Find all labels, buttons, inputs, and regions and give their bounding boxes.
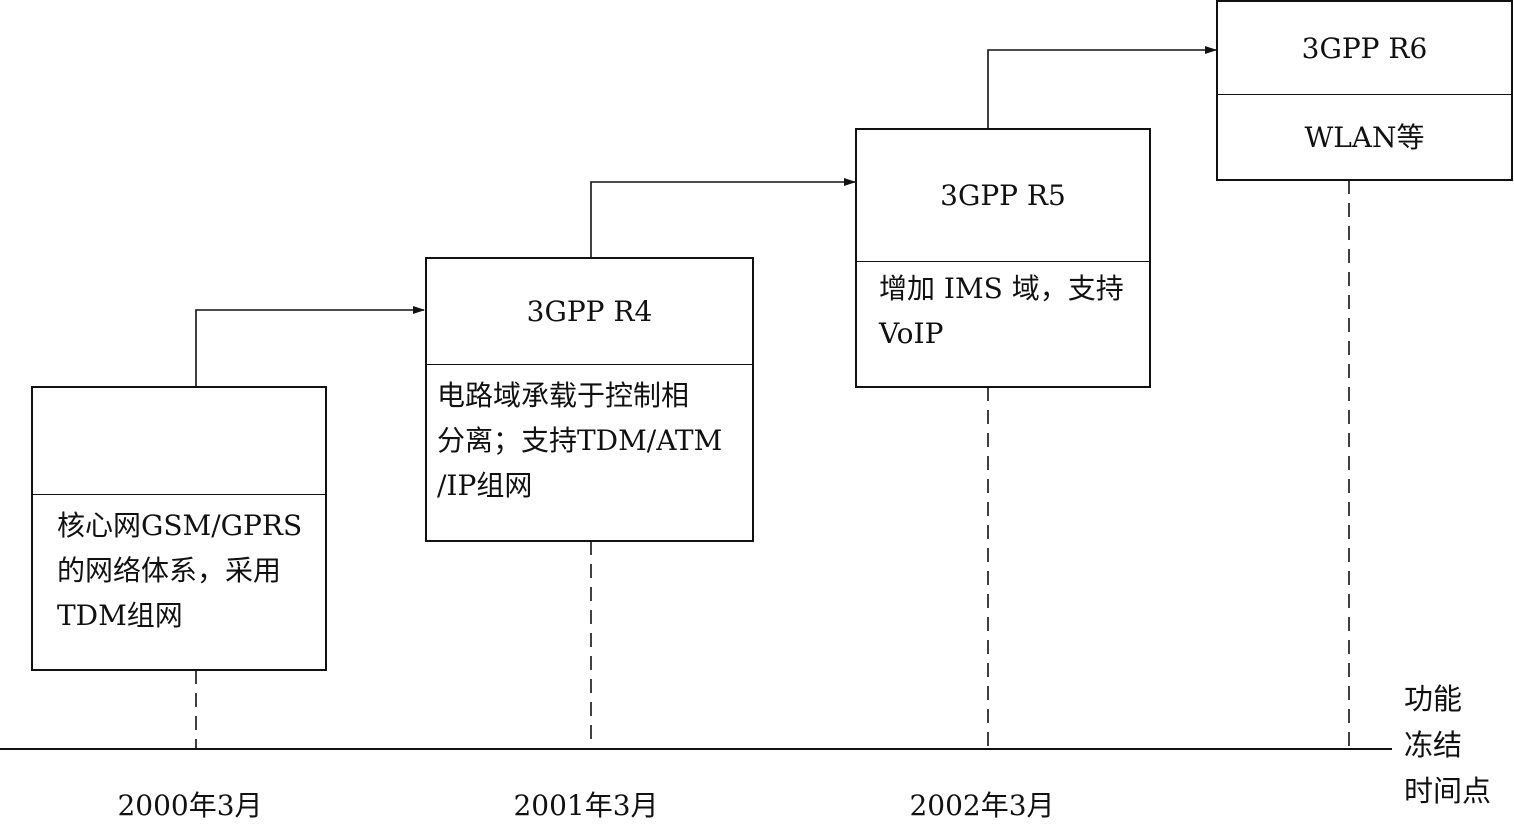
timeline-date-label: 2001年3月 xyxy=(513,789,659,822)
timeline-date-label: 2000年3月 xyxy=(117,789,263,822)
release-box-description: 增加 IMS 域，支持 VoIP xyxy=(879,272,1124,350)
release-box-title: 3GPP R4 xyxy=(427,259,752,365)
arrow-box2-to-box3 xyxy=(590,178,856,258)
arrow-box1-to-box2 xyxy=(195,306,425,387)
release-box-title: 3GPP R5 xyxy=(857,130,1149,262)
arrow-box3-to-box4 xyxy=(987,46,1217,129)
release-box-title xyxy=(33,388,325,495)
timeline-legend-line: 冻结 xyxy=(1404,728,1463,762)
release-box-description: WLAN等 xyxy=(1304,120,1425,154)
timeline-legend-line: 时间点 xyxy=(1404,774,1492,808)
release-box-r5: 3GPP R5 增加 IMS 域，支持 VoIP xyxy=(855,128,1151,388)
release-box-r6: 3GPP R6 WLAN等 xyxy=(1216,0,1513,181)
release-box-description: 电路域承载于控制相 分离；支持TDM/ATM /IP组网 xyxy=(437,379,723,502)
release-box-gsm-gprs: 核心网GSM/GPRS 的网络体系，采用 TDM组网 xyxy=(31,386,327,671)
release-box-title: 3GPP R6 xyxy=(1218,2,1511,95)
timeline-date-label: 2002年3月 xyxy=(909,789,1055,822)
release-box-description: 核心网GSM/GPRS 的网络体系，采用 TDM组网 xyxy=(57,509,303,632)
timeline-legend-line: 功能 xyxy=(1404,682,1463,716)
release-box-r4: 3GPP R4 电路域承载于控制相 分离；支持TDM/ATM /IP组网 xyxy=(425,257,754,542)
timeline-legend: 功能 冻结 时间点 xyxy=(1404,676,1491,814)
